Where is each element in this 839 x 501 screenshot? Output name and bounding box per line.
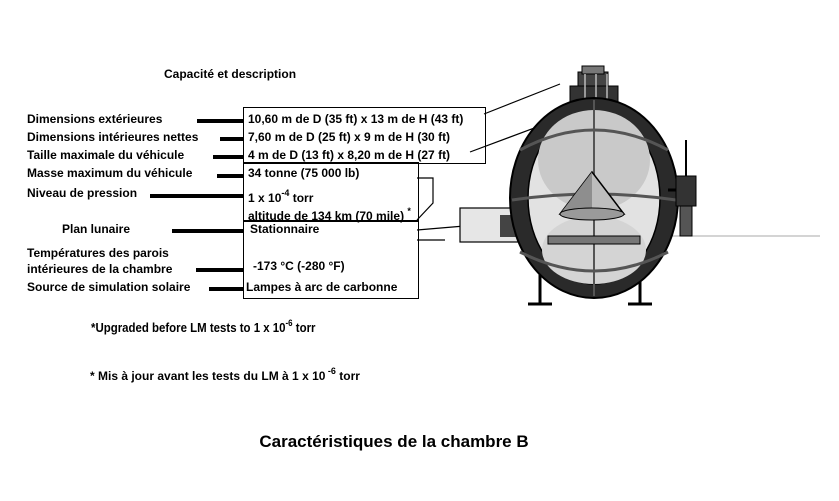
label-solar-source: Source de simulation solaire xyxy=(27,280,191,294)
label-exterior-dimensions: Dimensions extérieures xyxy=(27,112,163,126)
figure-caption: Caractéristiques de la chambre B xyxy=(259,432,529,451)
value-lunar-plane: Stationnaire xyxy=(250,222,320,236)
vehicle-cone xyxy=(558,170,626,221)
note-french: * Mis à jour avant les tests du LM à 1 x… xyxy=(90,366,360,383)
value-max-vehicle-mass: 34 tonne (75 000 lb) xyxy=(248,166,360,180)
vessel xyxy=(509,97,679,299)
value-box-plane-temp-solar xyxy=(243,220,419,299)
value-exterior-dimensions: 10,60 m de D (35 ft) x 13 m de H (43 ft) xyxy=(248,112,464,126)
label-interior-dimensions: Dimensions intérieures nettes xyxy=(27,130,199,144)
leader-bar-solar xyxy=(209,287,243,291)
label-wall-temperature-1: Températures des parois xyxy=(27,246,169,260)
note-english: *Upgraded before LM tests to 1 x 10-6 to… xyxy=(91,318,316,335)
label-max-vehicle-size: Taille maximale du véhicule xyxy=(27,148,185,162)
value-solar-source: Lampes à arc de carbonne xyxy=(246,280,398,294)
leader-bar-vehicle-mass xyxy=(217,174,243,178)
value-interior-dimensions: 7,60 m de D (25 ft) x 9 m de H (30 ft) xyxy=(248,130,451,144)
label-wall-temperature-2: intérieures de la chambre xyxy=(27,262,173,276)
leader-bar-interior xyxy=(220,137,243,141)
leader-bar-lunar-plane xyxy=(172,229,243,233)
leader-bar-vehicle-size xyxy=(213,155,243,159)
right-antenna xyxy=(668,140,697,237)
label-lunar-plane: Plan lunaire xyxy=(62,222,131,236)
value-max-vehicle-size: 4 m de D (13 ft) x 8,20 m de H (27 ft) xyxy=(248,148,451,162)
value-box-mass-pressure xyxy=(243,162,419,222)
leader-bar-pressure xyxy=(150,194,243,198)
capacity-heading: Capacité et description xyxy=(164,67,297,81)
label-max-vehicle-mass: Masse maximum du véhicule xyxy=(27,166,193,180)
leader-bar-exterior xyxy=(197,119,243,123)
value-box-dimensions xyxy=(243,107,486,164)
value-wall-temperature: -173 °C (-280 °F) xyxy=(253,259,345,273)
label-pressure-level: Niveau de pression xyxy=(27,186,138,200)
leader-bar-temperature xyxy=(196,268,243,272)
value-pressure-level: 1 x 10-4 torr xyxy=(248,188,314,205)
value-pressure-altitude: altitude de 134 km (70 mile) * xyxy=(248,206,411,223)
